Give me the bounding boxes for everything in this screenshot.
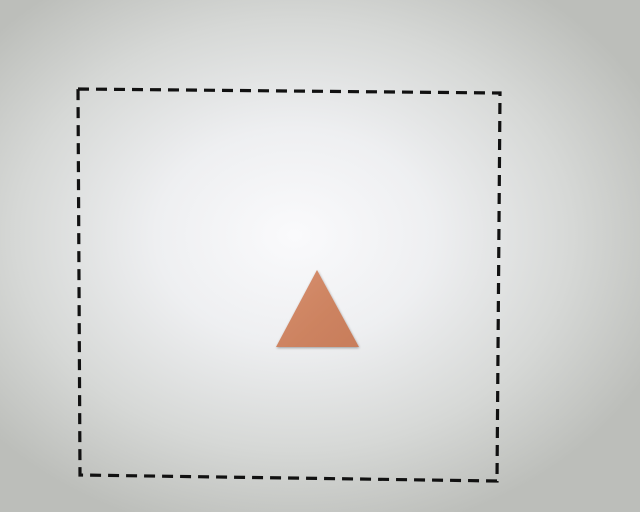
triangle-sheen [276, 270, 359, 347]
dashed-frame [76, 87, 502, 483]
triangle-shape [276, 270, 359, 347]
